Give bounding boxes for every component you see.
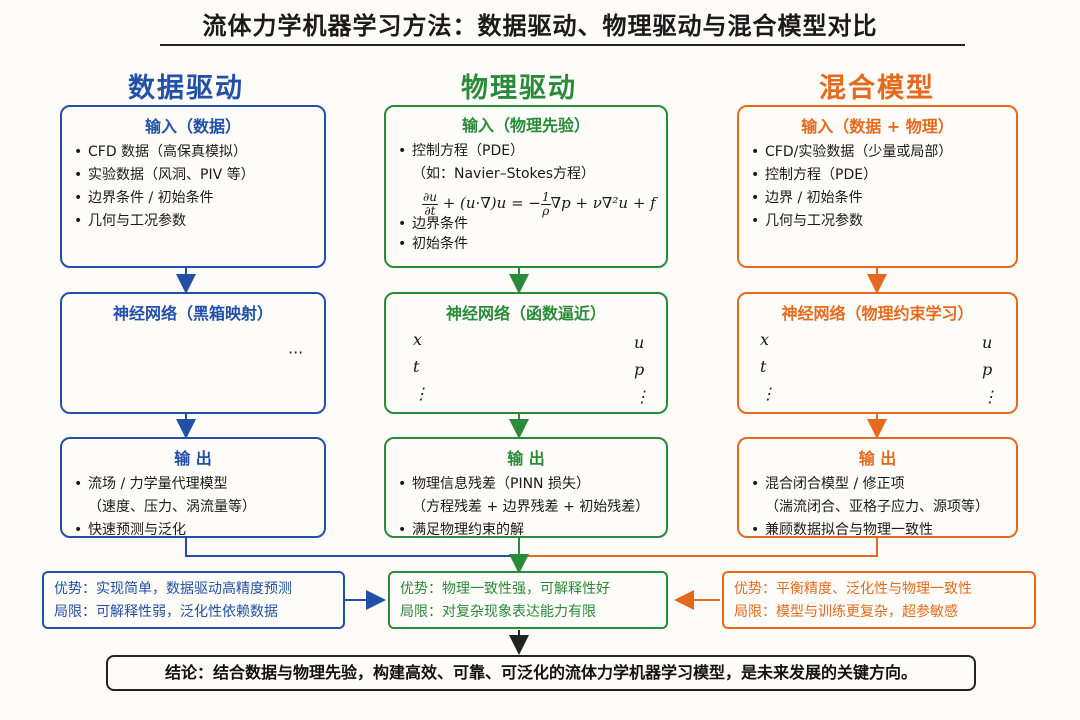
connector-data-to-center [185, 538, 519, 557]
phys-output-box: 输 出 •物理信息残差（PINN 损失） （方程残差 + 边界残差 + 初始残差… [384, 437, 668, 538]
phys-output-item: •满足物理约束的解 [398, 522, 524, 538]
title-underline [160, 44, 965, 46]
data-network-title: 神经网络（黑箱映射） [112, 304, 273, 323]
heading-hybrid-model: 混合模型 [819, 73, 935, 104]
hybrid-output-title: 输 出 [858, 449, 897, 468]
hybrid-input-item: •控制方程（PDE） [751, 167, 878, 183]
hybrid-input-title: 输入（数据 + 物理） [801, 117, 954, 136]
phys-limitation: 局限：对复杂现象表达能力有限 [400, 604, 596, 620]
data-output-box: 输 出 •流场 / 力学量代理模型 （速度、压力、涡流量等） •快速预测与泛化 [60, 437, 326, 538]
hybrid-network-box: 神经网络（物理约束学习） [737, 292, 1018, 414]
hybrid-network-title: 神经网络（物理约束学习） [781, 304, 974, 323]
data-network-box: 神经网络（黑箱映射） [60, 292, 326, 414]
hybrid-output-box: 输 出 •混合闭合模型 / 修正项 （湍流闭合、亚格子应力、源项等） •兼顾数据… [737, 437, 1018, 538]
page-title: 流体力学机器学习方法：数据驱动、物理驱动与混合模型对比 [202, 12, 878, 40]
hybrid-advantage: 优势：平衡精度、泛化性与物理一致性 [734, 581, 972, 597]
data-input-title: 输入（数据） [144, 117, 241, 136]
phys-output-title: 输 出 [507, 449, 545, 468]
data-input-box: 输入（数据） •CFD 数据（高保真模拟） •实验数据（风洞、PIV 等） •边… [60, 105, 326, 268]
data-input-item: •边界条件 / 初始条件 [74, 190, 214, 206]
hybrid-input-box: 输入（数据 + 物理） •CFD/实验数据（少量或局部） •控制方程（PDE） … [737, 105, 1018, 268]
data-input-item: •实验数据（风洞、PIV 等） [74, 167, 255, 183]
phys-input-item: •初始条件 [398, 236, 468, 252]
phys-advantage: 优势：物理一致性强，可解释性好 [400, 581, 610, 597]
hybrid-pros-cons-note: 优势：平衡精度、泛化性与物理一致性 局限：模型与训练更复杂，超参敏感 [722, 571, 1036, 629]
hybrid-input-item: •边界 / 初始条件 [751, 190, 863, 206]
phys-pros-cons-note: 优势：物理一致性强，可解释性好 局限：对复杂现象表达能力有限 [388, 571, 668, 629]
data-limitation: 局限：可解释性弱，泛化性依赖数据 [54, 604, 278, 620]
hybrid-output-item: •混合闭合模型 / 修正项 [751, 476, 905, 492]
data-output-subitem: （速度、压力、涡流量等） [88, 499, 256, 515]
data-advantage: 优势：实现简单，数据驱动高精度预测 [54, 581, 292, 597]
phys-input-title: 输入（物理先验） [461, 116, 590, 135]
heading-physics-driven: 物理驱动 [461, 73, 577, 104]
data-output-title: 输 出 [174, 449, 212, 468]
hybrid-input-item: •几何与工况参数 [751, 213, 863, 229]
hybrid-limitation: 局限：模型与训练更复杂，超参敏感 [734, 604, 958, 620]
connector-hybrid-to-center [519, 538, 878, 557]
phys-input-item: •边界条件 [398, 216, 468, 232]
hybrid-output-subitem: （湍流闭合、亚格子应力、源项等） [765, 499, 989, 515]
data-output-item: •快速预测与泛化 [74, 522, 186, 538]
phys-output-subitem: （方程残差 + 边界残差 + 初始残差） [412, 499, 650, 515]
phys-input-item: •控制方程（PDE） [398, 143, 525, 159]
hybrid-output-item: •兼顾数据拟合与物理一致性 [751, 522, 933, 538]
data-input-item: •CFD 数据（高保真模拟） [74, 144, 248, 160]
hybrid-input-item: •CFD/实验数据（少量或局部） [751, 144, 953, 160]
heading-data-driven: 数据驱动 [128, 73, 244, 104]
phys-input-subitem: （如：Navier–Stokes方程） [412, 166, 596, 182]
conclusion-box: 结论：结合数据与物理先验，构建高效、可靠、可泛化的流体力学机器学习模型，是未来发… [106, 655, 976, 691]
phys-network-title: 神经网络（函数逼近） [445, 304, 606, 323]
phys-input-box: 输入（物理先验） •控制方程（PDE） （如：Navier–Stokes方程） … [384, 105, 668, 268]
data-input-item: •几何与工况参数 [74, 213, 186, 229]
data-output-item: •流场 / 力学量代理模型 [74, 476, 228, 492]
data-pros-cons-note: 优势：实现简单，数据驱动高精度预测 局限：可解释性弱，泛化性依赖数据 [42, 571, 345, 629]
phys-output-item: •物理信息残差（PINN 损失） [398, 476, 590, 492]
data-network-ellipsis: ··· [288, 343, 304, 362]
phys-network-box: 神经网络（函数逼近） [384, 292, 668, 414]
